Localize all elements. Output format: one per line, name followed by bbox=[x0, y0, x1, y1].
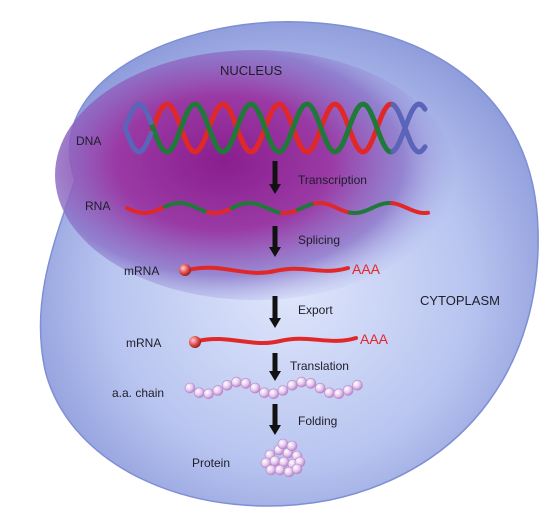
rna-strand bbox=[125, 201, 430, 215]
arrow-splicing bbox=[269, 226, 281, 257]
rna-intron bbox=[230, 201, 284, 215]
arrow-folding bbox=[269, 404, 281, 435]
aa-chain-label: a.a. chain bbox=[112, 386, 164, 400]
arrow-translation bbox=[269, 353, 281, 381]
amino-acid-bead bbox=[231, 376, 242, 388]
step-arrows bbox=[269, 161, 281, 435]
protein-label: Protein bbox=[192, 456, 230, 470]
rna-exon bbox=[390, 201, 430, 215]
step-export-label: Export bbox=[298, 303, 333, 317]
dna-helix bbox=[122, 101, 428, 155]
rna-intron bbox=[163, 201, 209, 214]
amino-acid-bead bbox=[324, 387, 335, 399]
amino-acid-bead bbox=[240, 378, 252, 389]
mrna-cap-nuclear bbox=[179, 264, 191, 276]
amino-acid-bead bbox=[212, 385, 224, 396]
protein-bead bbox=[277, 438, 289, 450]
rna-exon bbox=[280, 207, 300, 215]
protein-bead bbox=[286, 440, 298, 452]
amino-acid-bead bbox=[184, 382, 196, 394]
folded-protein bbox=[260, 438, 306, 478]
nucleus-label: NUCLEUS bbox=[220, 63, 282, 78]
protein-bead bbox=[265, 464, 277, 476]
dna-strand-c bbox=[122, 102, 428, 155]
nucleus-region bbox=[55, 50, 455, 300]
rna-exon bbox=[206, 206, 234, 215]
dna-strand-a bbox=[147, 101, 397, 155]
amino-acid-bead bbox=[259, 387, 270, 399]
arrow-transcription bbox=[269, 161, 281, 194]
rna-intron bbox=[296, 201, 316, 212]
protein-bead bbox=[291, 463, 303, 475]
step-folding-label: Folding bbox=[298, 414, 337, 428]
aa-chain bbox=[184, 376, 363, 400]
amino-acid-bead bbox=[286, 379, 298, 391]
rna-intron bbox=[348, 201, 394, 215]
amino-acid-bead bbox=[305, 378, 317, 389]
dna-strand-b bbox=[147, 101, 397, 155]
step-transcription-label: Transcription bbox=[298, 173, 367, 187]
rna-exon bbox=[313, 201, 351, 215]
amino-acid-bead bbox=[194, 387, 205, 399]
mrna-nuclear bbox=[179, 264, 350, 276]
rna-exon bbox=[125, 204, 167, 215]
mrna-cap-cytoplasm bbox=[189, 336, 201, 348]
arrow-export bbox=[269, 296, 281, 328]
mrna-nuclear-label: mRNA bbox=[124, 264, 159, 278]
amino-acid-bead bbox=[352, 379, 363, 391]
amino-acid-bead bbox=[333, 388, 345, 400]
poly-a-tail-nuclear: AAA bbox=[352, 261, 381, 277]
cytoplasm-label: CYTOPLASM bbox=[420, 293, 500, 308]
mrna-cytoplasm bbox=[189, 336, 358, 348]
mrna-cytoplasm-label: mRNA bbox=[126, 336, 161, 350]
amino-acid-bead bbox=[296, 376, 307, 388]
dna-strand-d bbox=[122, 101, 428, 154]
amino-acid-bead bbox=[314, 382, 326, 394]
dna-label: DNA bbox=[76, 134, 101, 148]
step-splicing-label: Splicing bbox=[298, 233, 340, 247]
poly-a-tail-cytoplasm: AAA bbox=[360, 331, 389, 347]
amino-acid-bead bbox=[203, 388, 214, 400]
amino-acid-bead bbox=[277, 385, 289, 396]
amino-acid-bead bbox=[268, 388, 280, 400]
protein-bead bbox=[274, 464, 286, 476]
amino-acid-bead bbox=[221, 379, 233, 391]
amino-acid-bead bbox=[342, 385, 354, 396]
step-translation-label: Translation bbox=[290, 359, 349, 373]
rna-label: RNA bbox=[85, 199, 110, 213]
protein-bead bbox=[269, 455, 281, 467]
amino-acid-bead bbox=[249, 382, 261, 394]
